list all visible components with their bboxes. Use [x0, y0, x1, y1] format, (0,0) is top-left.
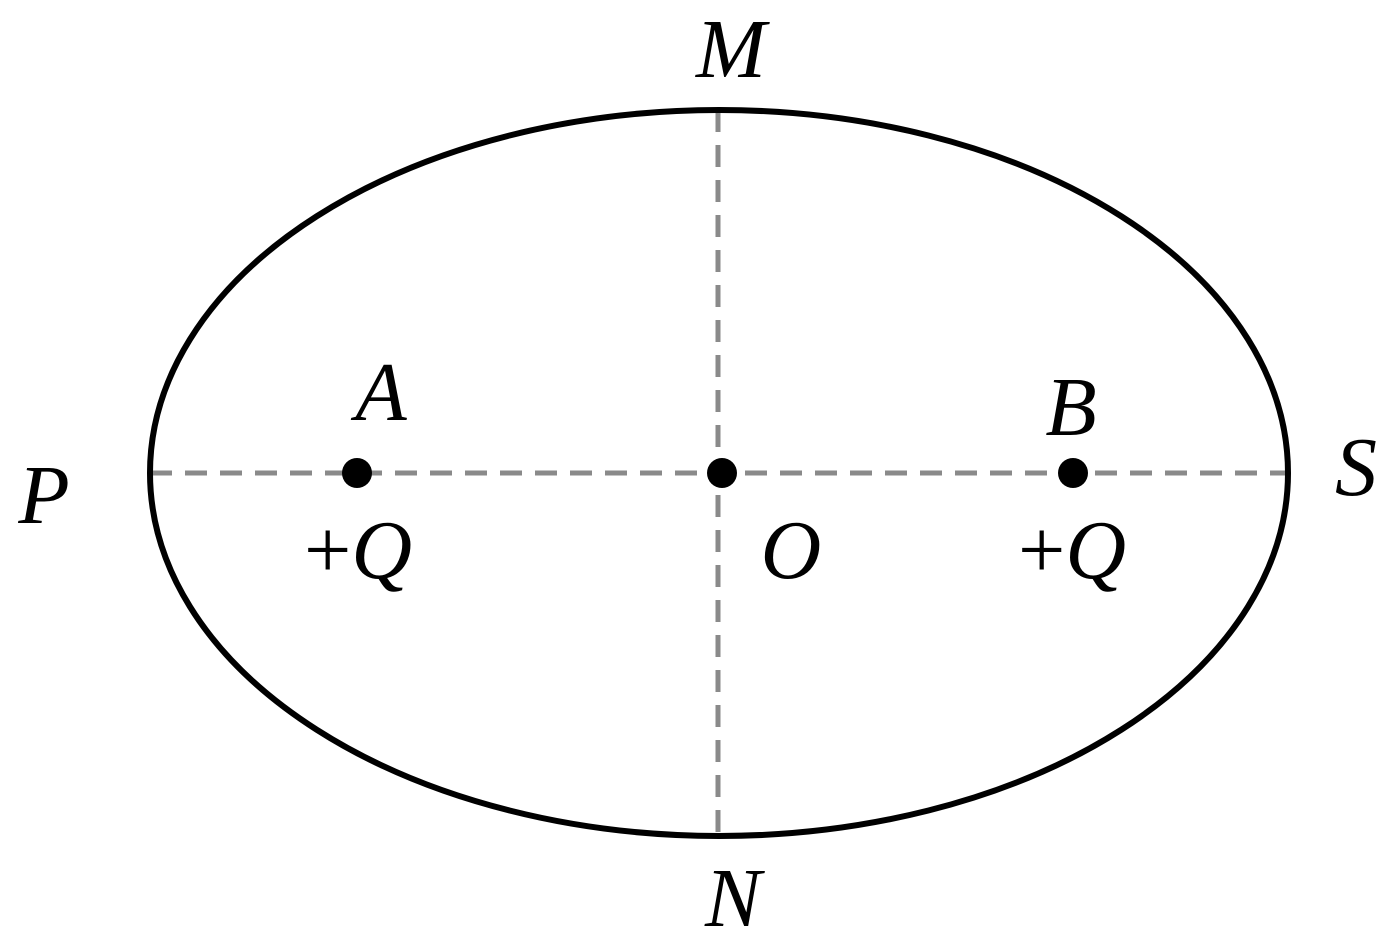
- charge-b-sign: +: [1018, 504, 1065, 597]
- point-b-dot: [1058, 458, 1088, 488]
- label-a: A: [350, 346, 407, 439]
- point-a-dot: [342, 458, 372, 488]
- label-o: O: [761, 504, 822, 597]
- charge-b-symbol: Q: [1065, 504, 1126, 597]
- label-p: P: [17, 449, 69, 542]
- label-n: N: [704, 852, 765, 940]
- ellipse-outline: [147, 107, 1291, 839]
- charge-a-symbol: Q: [351, 504, 412, 597]
- charge-b-label: +Q: [1018, 504, 1126, 597]
- label-m: M: [695, 3, 770, 96]
- label-s: S: [1335, 421, 1377, 514]
- center-dot: [707, 458, 737, 488]
- charge-a-label: +Q: [304, 504, 412, 597]
- label-b: B: [1045, 361, 1096, 454]
- charge-a-sign: +: [304, 504, 351, 597]
